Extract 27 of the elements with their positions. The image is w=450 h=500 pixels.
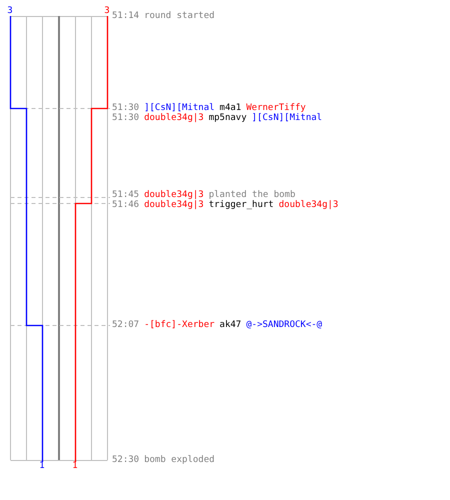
player-name: @->SANDROCK<-@ <box>246 320 322 330</box>
player-count-label: 1 <box>71 462 79 470</box>
event-time: 51:30 <box>112 113 140 123</box>
player-count-label: 1 <box>38 462 46 470</box>
event-time: 51:46 <box>112 200 140 210</box>
event-time: 51:45 <box>112 190 140 200</box>
weapon-name: m4a1 <box>220 103 242 113</box>
event-time: 52:07 <box>112 320 140 330</box>
event-time: 51:30 <box>112 103 140 113</box>
event-time: 51:14 <box>112 11 140 21</box>
player-count-label: 3 <box>6 7 14 15</box>
player-name: -[bfc]-Xerber <box>144 320 215 330</box>
player-name: ][CsN][Mitnal <box>144 103 215 113</box>
player-name: double34g|3 <box>278 200 338 210</box>
event-description: round started <box>144 11 215 21</box>
player-name: double34g|3 <box>144 113 204 123</box>
player-count-label: 3 <box>103 7 111 15</box>
player-name: double34g|3 <box>144 190 204 200</box>
weapon-name: mp5navy <box>208 113 247 123</box>
weapon-name: trigger_hurt <box>208 200 274 210</box>
weapon-name: ak47 <box>220 320 242 330</box>
event-description: bomb exploded <box>144 455 215 465</box>
event-time: 52:30 <box>112 455 140 465</box>
player-name: ][CsN][Mitnal <box>252 113 322 123</box>
player-name: WernerTiffy <box>246 103 306 113</box>
event-description: planted the bomb <box>208 190 296 200</box>
player-name: double34g|3 <box>144 200 204 210</box>
